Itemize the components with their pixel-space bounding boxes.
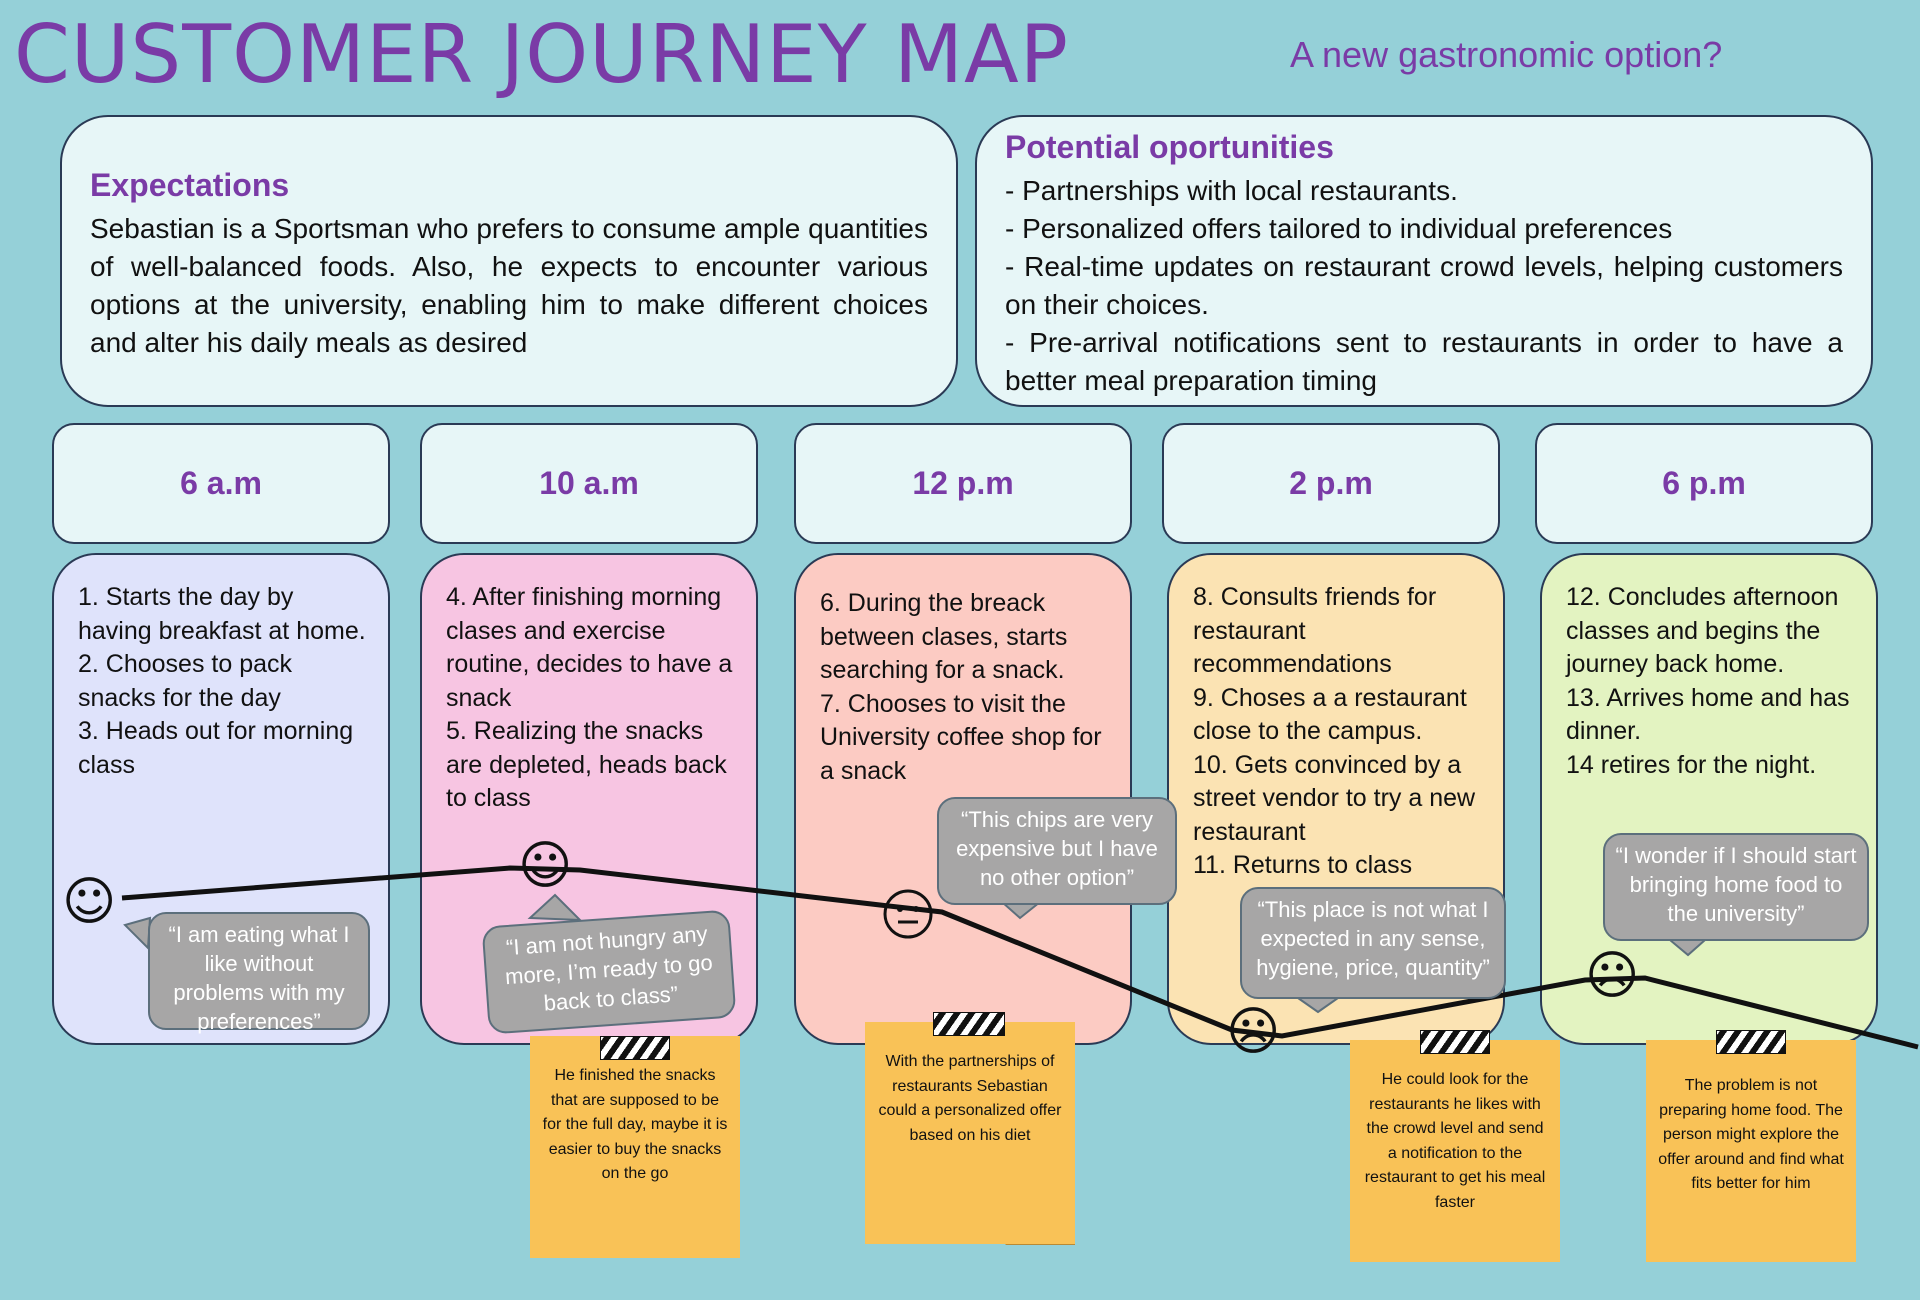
neutral-face-icon <box>882 888 934 949</box>
quote-bubble: “This place is not what I expected in an… <box>1240 887 1506 999</box>
stage-step: 10. Gets convinced by a street vendor to… <box>1193 750 1476 846</box>
opportunity-item: - Pre-arrival notifications sent to rest… <box>1005 327 1843 396</box>
stage-step: 9. Choses a a restaurant close to the ca… <box>1193 683 1467 746</box>
opportunities-panel: Potential oportunities - Partnerships wi… <box>975 115 1873 407</box>
stage-box: 12. Concludes afternoon classes and begi… <box>1540 553 1878 1045</box>
opportunity-item: - Personalized offers tailored to indivi… <box>1005 213 1673 244</box>
sticky-note: He finished the snacks that are supposed… <box>530 1036 740 1258</box>
stage-step: 13. Arrives home and has dinner. <box>1566 683 1850 746</box>
opportunity-item: - Partnerships with local restaurants. <box>1005 175 1458 206</box>
page-title: CUSTOMER JOURNEY MAP <box>14 8 1069 101</box>
sticky-note-text: With the partnerships of restaurants Seb… <box>865 1022 1075 1244</box>
stage-step: 2. Chooses to pack snacks for the day <box>78 650 293 712</box>
quote-bubble: “I wonder if I should start bringing hom… <box>1603 833 1869 941</box>
tape <box>933 1012 1005 1036</box>
stage-step: 6. During the breack between clases, sta… <box>820 589 1068 684</box>
tape <box>600 1036 670 1060</box>
time-box: 12 p.m <box>794 423 1132 544</box>
stage-step: 12. Concludes afternoon classes and begi… <box>1566 583 1839 678</box>
expectations-panel: Expectations Sebastian is a Sportsman wh… <box>60 115 958 407</box>
stage-step: 1. Starts the day by having breakfast at… <box>78 583 366 645</box>
stage-step: 14 retires for the night. <box>1566 750 1817 779</box>
quote-bubble: “I am eating what I like without problem… <box>148 912 370 1034</box>
quote-bubble: “I am not hungry any more, I’m ready to … <box>481 909 737 1035</box>
stage-step: 5. Realizing the snacks are depleted, he… <box>446 717 727 812</box>
expectations-text: Sebastian is a Sportsman who prefers to … <box>90 213 928 358</box>
sad-face-icon: ☹ <box>1585 946 1640 1006</box>
time-box: 10 a.m <box>420 423 758 544</box>
stage-step: 7. Chooses to visit the University coffe… <box>820 689 1102 785</box>
sticky-note-text: He finished the snacks that are supposed… <box>530 1036 740 1258</box>
stage-step: 11. Returns to class <box>1193 851 1413 879</box>
page-subtitle: A new gastronomic option? <box>1290 34 1723 75</box>
time-box: 6 a.m <box>52 423 390 544</box>
stage-step: 3. Heads out for morning class <box>78 717 354 779</box>
happy-face-icon: ☺ <box>518 836 573 896</box>
stage-step: 4. After finishing morning clases and ex… <box>446 583 733 712</box>
expectations-heading: Expectations <box>90 167 290 203</box>
opportunities-heading: Potential oportunities <box>1005 129 1334 165</box>
sticky-note-text: The problem is not preparing home food. … <box>1646 1040 1856 1262</box>
stage-step: 8. Consults friends for restaurant recom… <box>1193 583 1437 678</box>
sticky-note: With the partnerships of restaurants Seb… <box>865 1012 1075 1244</box>
sticky-note: He could look for the restaurants he lik… <box>1350 1030 1560 1262</box>
opportunity-item: - Real-time updates on restaurant crowd … <box>1005 251 1843 320</box>
tape <box>1420 1030 1490 1054</box>
sad-face-icon: ☹ <box>1226 1002 1281 1062</box>
tape <box>1716 1030 1786 1054</box>
time-box: 6 p.m <box>1535 423 1873 544</box>
quote-bubble: “This chips are very expensive but I hav… <box>937 797 1177 905</box>
time-box: 2 p.m <box>1162 423 1500 544</box>
sticky-note-text: He could look for the restaurants he lik… <box>1350 1040 1560 1262</box>
sticky-note: The problem is not preparing home food. … <box>1646 1030 1856 1262</box>
happy-face-icon: ☺ <box>62 872 117 932</box>
